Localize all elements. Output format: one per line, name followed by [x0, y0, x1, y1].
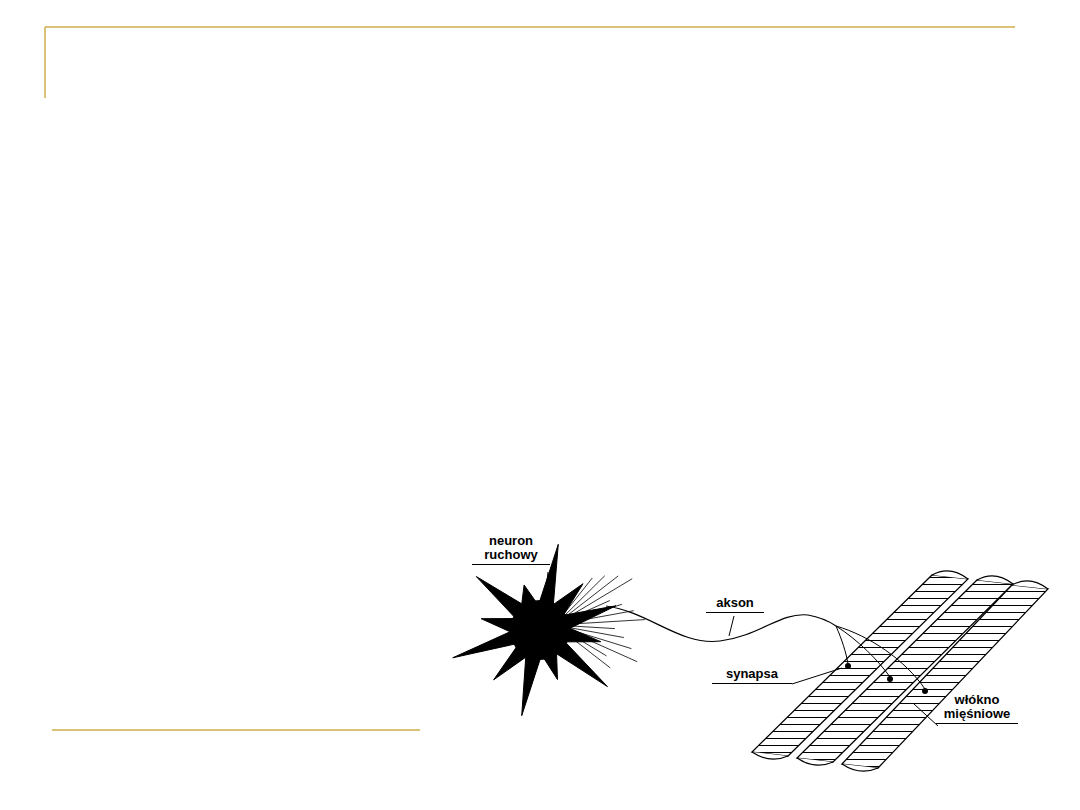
dendrite: [555, 625, 606, 656]
dendrite: [555, 576, 618, 625]
part-label: włókno mięśniowe: [936, 693, 1018, 724]
fiber-end: [752, 752, 788, 759]
dendrite: [555, 578, 592, 625]
fiber-end: [932, 571, 968, 579]
leader-line: [546, 572, 548, 592]
label-text: synapsa: [726, 666, 778, 681]
frame-line: [52, 729, 420, 731]
fiber-end: [977, 576, 1013, 584]
axon-branch: [836, 626, 925, 689]
neuron-body: [453, 544, 616, 715]
axon-branch: [836, 626, 848, 664]
synapse: [922, 688, 928, 694]
frame-line: [44, 27, 46, 98]
leader-line: [729, 616, 734, 636]
dendrite: [555, 625, 631, 649]
synapse: [887, 676, 893, 682]
leader-line: [914, 704, 938, 726]
label-text: akson: [716, 595, 754, 610]
frame-line: [45, 26, 1015, 28]
part-label: neuron ruchowy: [472, 534, 550, 565]
dendrite: [555, 625, 610, 668]
dendrite: [555, 601, 610, 625]
fiber-end: [797, 758, 833, 765]
dendrite: [555, 625, 637, 662]
part-label: synapsa: [712, 667, 792, 684]
muscle-fibers: [752, 571, 1048, 771]
dendrite: [555, 620, 645, 625]
axon-branch: [836, 626, 890, 677]
fiber-end: [1012, 581, 1048, 589]
label-text: neuron ruchowy: [484, 533, 537, 562]
muscle-fiber: [842, 585, 1048, 768]
synapse: [845, 663, 851, 669]
axon: [606, 606, 836, 642]
leader-line: [792, 668, 842, 684]
fiber-end: [842, 764, 878, 771]
part-label: akson: [706, 596, 764, 613]
label-text: włókno mięśniowe: [944, 692, 1010, 721]
motor-neuron: [453, 544, 645, 715]
